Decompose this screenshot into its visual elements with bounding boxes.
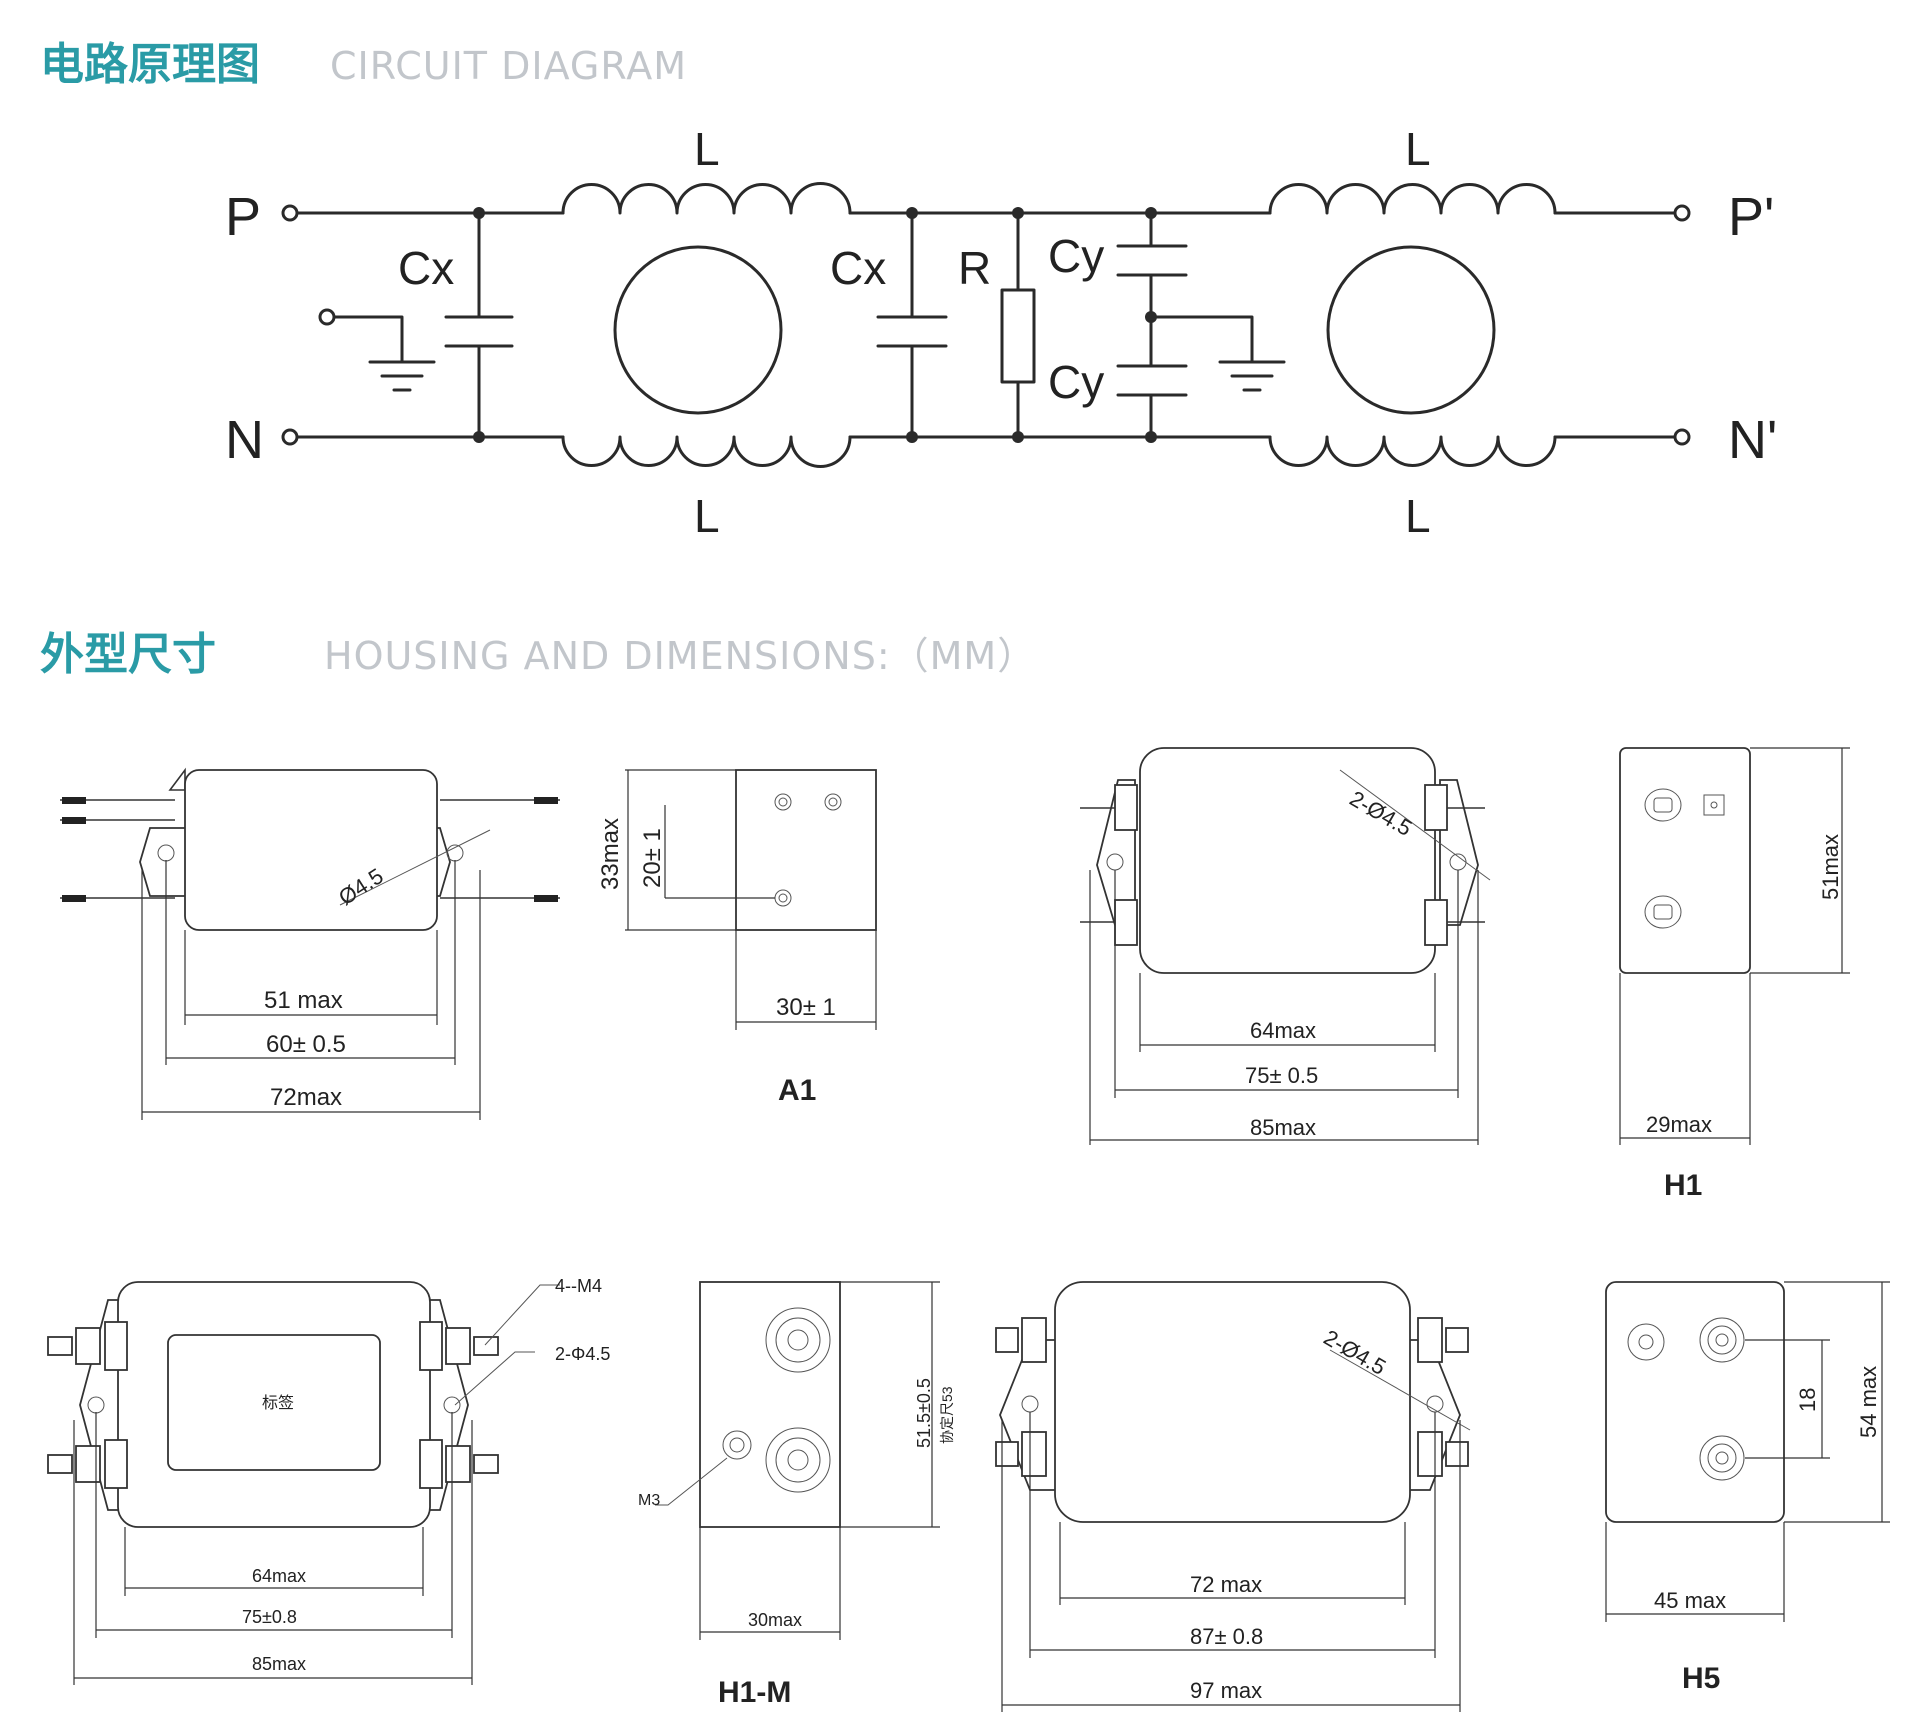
cy-label: Cy [1048,230,1104,282]
h1m-hole-label: 2-Φ4.5 [555,1344,610,1364]
cy-label: Cy [1048,356,1104,408]
inductor-label: L [694,490,720,542]
h5-width-3: 97 max [1190,1678,1262,1703]
h1m-screw-label: M3 [638,1492,660,1509]
terminal-p-out-label: P' [1728,187,1774,247]
a1-width-3: 72max [270,1084,342,1111]
resistor-label: R [958,242,991,294]
circuit-heading-cn: 电路原理图 [40,39,260,90]
h1m-width-3: 85max [252,1654,306,1674]
h1-model-label: H1 [1664,1169,1702,1202]
h5-width-2: 87± 0.8 [1190,1624,1263,1649]
a1-mount-height: 20± 1 [639,828,666,888]
cx-label: Cx [398,242,454,294]
h5-model-label: H5 [1682,1662,1720,1695]
a1-model-label: A1 [778,1074,816,1107]
h1-width-2: 75± 0.5 [1245,1063,1318,1088]
a1-width-1: 51 max [264,987,343,1014]
cx-label: Cx [830,242,886,294]
h1-width-3: 85max [1250,1115,1316,1140]
h1m-width-2: 75±0.8 [242,1607,297,1627]
h1m-label-tag: 标签 [262,1394,294,1412]
h1m-height-note: 协定尺53 [939,1386,955,1444]
h1m-depth: 30max [748,1610,802,1630]
h1m-model-label: H1-M [718,1676,791,1709]
h5-height: 54 max [1856,1366,1881,1438]
h1m-height: 51.5±0.5 [914,1378,934,1448]
terminal-n-out-label: N' [1728,410,1777,470]
h1-front-view: 2-Ø4.5 64max 75± 0.5 85max [1080,747,1491,1145]
housing-heading: 外型尺寸 HOUSING AND DIMENSIONS:（MM） [40,618,1036,682]
h1-side-view: 51max 29max H1 [1619,747,1850,1202]
h5-depth: 45 max [1654,1588,1726,1613]
a1-total-height: 33max [597,818,624,890]
h5-side-view: 18 54 max 45 max H5 [1605,1281,1890,1695]
a1-side-view: 33max 20± 1 30± 1 A1 [597,769,877,1107]
housing-heading-en: HOUSING AND DIMENSIONS:（MM） [324,634,1037,678]
inductor-label: L [1405,123,1431,175]
h1m-side-view: M3 51.5±0.5 协定尺53 30max H1-M [638,1281,955,1709]
h1-height: 51max [1818,834,1843,900]
terminal-n-label: N [225,410,264,470]
h1-depth: 29max [1646,1112,1712,1137]
a1-depth: 30± 1 [776,994,836,1021]
inductor-label: L [694,123,720,175]
h1m-width-1: 64max [252,1566,306,1586]
housing-heading-cn: 外型尺寸 [40,629,216,680]
circuit-heading-en: CIRCUIT DIAGRAM [330,44,687,88]
circuit-schematic: P N P' N' L L L L Cx Cx R Cy Cy [225,123,1777,542]
terminal-p-label: P [225,187,261,247]
a1-width-2: 60± 0.5 [266,1031,346,1058]
a1-front-view: Ø4.5 51 max 60± 0.5 72max [60,767,560,1120]
h5-pitch: 18 [1795,1388,1820,1412]
h5-front-view: 2-Ø4.5 72 max 87± 0.8 97 max [995,1281,1471,1712]
h1-width-1: 64max [1250,1018,1316,1043]
inductor-label: L [1405,490,1431,542]
h5-width-1: 72 max [1190,1572,1262,1597]
h1m-thread-label: 4--M4 [555,1276,602,1296]
h1m-front-view: 标签 4--M4 2-Φ4.5 64max 75±0.8 85max [47,1276,610,1685]
circuit-diagram-heading: 电路原理图 CIRCUIT DIAGRAM [40,28,687,92]
